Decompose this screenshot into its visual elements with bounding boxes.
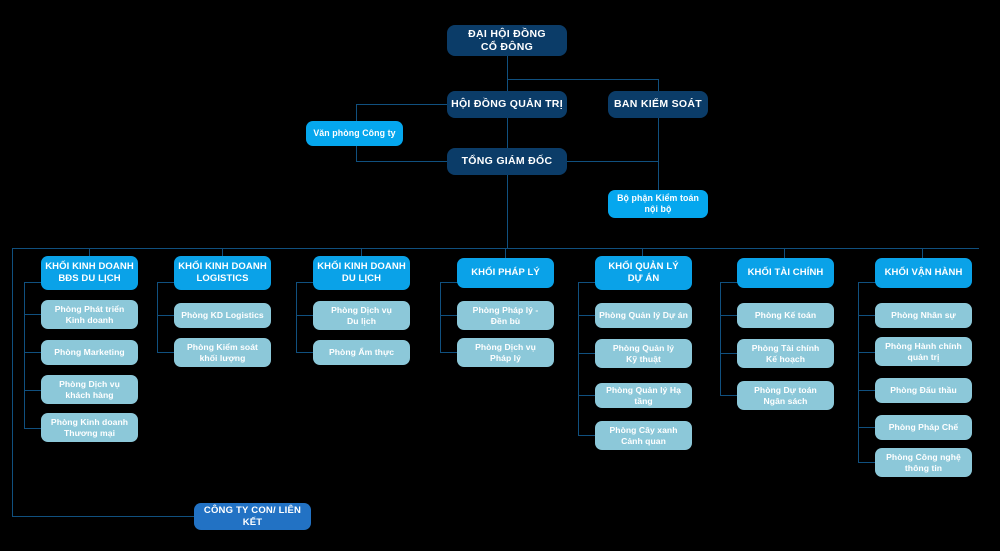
- connector-col2-stub-0: [157, 282, 175, 283]
- node-board-of-directors[interactable]: HỘI ĐỒNG QUẢN TRỊ: [447, 91, 567, 118]
- connector-col4-stub-2: [440, 352, 458, 353]
- department-5-1[interactable]: Phòng Quản lý Dự án: [595, 303, 692, 328]
- connector-col1-stub-2: [24, 352, 42, 353]
- connector-col3-rail: [296, 282, 297, 353]
- connector-col5-rail: [578, 282, 579, 436]
- connector-col7-rail: [858, 282, 859, 462]
- connector-board-to-gd: [507, 118, 508, 148]
- connector-office-top-stub: [356, 104, 452, 105]
- connector-col7-stub-0: [858, 282, 876, 283]
- connector-bus-drop-3: [361, 248, 362, 258]
- division-header-3[interactable]: KHỐI KINH DOANH DU LỊCH: [313, 256, 410, 290]
- department-1-3[interactable]: Phòng Dịch vụ khách hàng: [41, 375, 138, 404]
- connector-bus-drop-1: [89, 248, 90, 258]
- connector-to-supervisory: [658, 79, 659, 91]
- connector-col7-stub-3: [858, 390, 876, 391]
- department-1-2[interactable]: Phòng Marketing: [41, 340, 138, 365]
- connector-col3-stub-2: [296, 352, 314, 353]
- connector-col7-stub-5: [858, 462, 876, 463]
- node-internal-audit[interactable]: Bộ phận Kiểm toán nội bộ: [608, 190, 708, 218]
- connector-col3-stub-1: [296, 315, 314, 316]
- connector-col4-rail: [440, 282, 441, 353]
- department-7-1[interactable]: Phòng Nhân sự: [875, 303, 972, 328]
- division-header-4[interactable]: KHỐI PHÁP LÝ: [457, 258, 554, 288]
- connector-affiliates-rail: [12, 248, 13, 516]
- connector-col6-rail: [720, 282, 721, 396]
- department-4-2[interactable]: Phòng Dịch vụ Pháp lý: [457, 338, 554, 367]
- connector-col1-stub-4: [24, 428, 42, 429]
- node-affiliates[interactable]: CÔNG TY CON/ LIÊN KẾT: [194, 503, 311, 530]
- department-6-2[interactable]: Phòng Tài chính Kế hoạch: [737, 339, 834, 368]
- connector-supervisory-to-audit: [658, 118, 659, 190]
- connector-col2-stub-1: [157, 315, 175, 316]
- connector-col7-stub-4: [858, 427, 876, 428]
- connector-bus-drop-5: [642, 248, 643, 258]
- connector-bus-drop-4: [505, 248, 506, 258]
- department-7-5[interactable]: Phòng Công nghệ thông tin: [875, 448, 972, 477]
- department-5-2[interactable]: Phòng Quản lý Kỹ thuật: [595, 339, 692, 368]
- connector-gd-to-audit-rail: [562, 161, 659, 162]
- connector-col6-stub-0: [720, 282, 738, 283]
- connector-to-board: [507, 79, 508, 91]
- connector-bus-drop-6: [784, 248, 785, 258]
- division-header-7[interactable]: KHỐI VẬN HÀNH: [875, 258, 972, 288]
- connector-col6-stub-1: [720, 315, 738, 316]
- division-header-5[interactable]: KHỐI QUẢN LÝ DỰ ÁN: [595, 256, 692, 290]
- connector-col3-stub-0: [296, 282, 314, 283]
- connector-col1-stub-3: [24, 390, 42, 391]
- connector-col4-stub-0: [440, 282, 458, 283]
- department-4-1[interactable]: Phòng Pháp lý - Đền bù: [457, 301, 554, 330]
- department-7-3[interactable]: Phòng Đấu thầu: [875, 378, 972, 403]
- connector-col1-rail: [24, 282, 25, 429]
- connector-col4-stub-1: [440, 315, 458, 316]
- department-7-4[interactable]: Phòng Pháp Chế: [875, 415, 972, 440]
- division-header-6[interactable]: KHỐI TÀI CHÍNH: [737, 258, 834, 288]
- connector-col2-stub-2: [157, 352, 175, 353]
- node-supervisory-board[interactable]: BAN KIỂM SOÁT: [608, 91, 708, 118]
- connector-col5-stub-1: [578, 315, 596, 316]
- node-shareholders-meeting[interactable]: ĐẠI HỘI ĐỒNG CỔ ĐÔNG: [447, 25, 567, 56]
- connector-col7-stub-2: [858, 352, 876, 353]
- connector-bus-drop-7: [922, 248, 923, 258]
- department-1-1[interactable]: Phòng Phát triển Kinh doanh: [41, 300, 138, 329]
- node-general-director[interactable]: TỔNG GIÁM ĐỐC: [447, 148, 567, 175]
- connector-main-bus: [12, 248, 979, 249]
- department-5-4[interactable]: Phòng Cây xanh Cảnh quan: [595, 421, 692, 450]
- connector-col5-stub-0: [578, 282, 596, 283]
- node-company-office[interactable]: Văn phòng Công ty: [306, 121, 403, 146]
- connector-col7-stub-1: [858, 315, 876, 316]
- connector-shareholders-down: [507, 55, 508, 80]
- department-3-2[interactable]: Phòng Ẩm thực: [313, 340, 410, 365]
- department-6-3[interactable]: Phòng Dự toán Ngân sách: [737, 381, 834, 410]
- connector-col2-rail: [157, 282, 158, 353]
- division-header-2[interactable]: KHỐI KINH DOANH LOGISTICS: [174, 256, 271, 290]
- connector-gd-to-bus: [507, 175, 508, 249]
- connector-col6-stub-2: [720, 353, 738, 354]
- connector-col5-stub-4: [578, 435, 596, 436]
- connector-col5-stub-2: [578, 353, 596, 354]
- department-3-1[interactable]: Phòng Dịch vụ Du lịch: [313, 301, 410, 330]
- division-header-1[interactable]: KHỐI KINH DOANH BĐS DU LỊCH: [41, 256, 138, 290]
- connector-col5-stub-3: [578, 395, 596, 396]
- connector-col1-stub-1: [24, 314, 42, 315]
- department-5-3[interactable]: Phòng Quản lý Hạ tầng: [595, 383, 692, 408]
- department-6-1[interactable]: Phòng Kế toán: [737, 303, 834, 328]
- connector-shareholders-bus: [507, 79, 659, 80]
- department-7-2[interactable]: Phòng Hành chính quản trị: [875, 337, 972, 366]
- department-2-1[interactable]: Phòng KD Logistics: [174, 303, 271, 328]
- connector-col6-stub-3: [720, 395, 738, 396]
- connector-col1-stub-0: [24, 282, 42, 283]
- connector-bus-drop-2: [222, 248, 223, 258]
- department-1-4[interactable]: Phòng Kinh doanh Thương mại: [41, 413, 138, 442]
- connector-office-bottom-stub: [356, 161, 452, 162]
- department-2-2[interactable]: Phòng Kiểm soát khối lượng: [174, 338, 271, 367]
- connector-affiliates-stub: [12, 516, 195, 517]
